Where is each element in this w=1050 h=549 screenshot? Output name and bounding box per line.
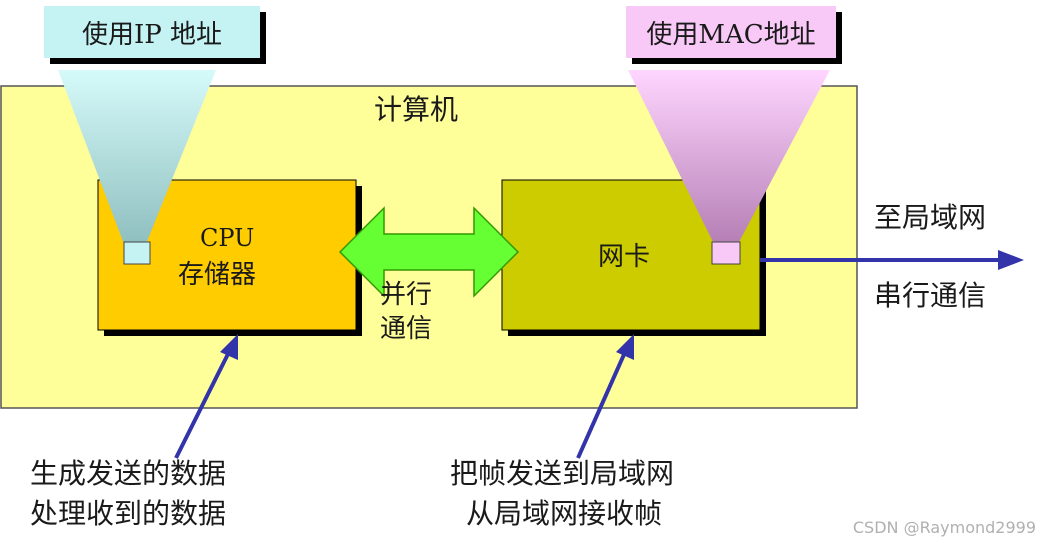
watermark: CSDN @Raymond2999 — [852, 518, 1036, 537]
ip-cone — [58, 70, 216, 244]
nic-label: 网卡 — [598, 242, 651, 272]
parallel-arrow — [338, 206, 520, 298]
ip-address-label: 使用IP 地址 — [44, 6, 260, 58]
parallel-label-1: 并行 — [380, 280, 433, 310]
to-lan-label: 至局域网 — [874, 201, 987, 234]
cpu-pointer-head — [220, 334, 238, 360]
mac-address-label: 使用MAC地址 — [626, 6, 836, 58]
lan-arrowhead — [998, 250, 1024, 270]
cpu-label: CPU — [200, 224, 255, 252]
nic-note-2: 从局域网接收帧 — [466, 497, 663, 530]
cpu-note-1: 生成发送的数据 — [30, 457, 227, 490]
parallel-label-2: 通信 — [380, 314, 433, 344]
nic-note-1: 把帧发送到局域网 — [450, 457, 675, 490]
computer-title: 计算机 — [374, 93, 459, 126]
memory-label: 存储器 — [178, 260, 257, 290]
serial-label: 串行通信 — [874, 279, 987, 312]
nic-pointer-head — [616, 334, 634, 360]
mac-cone — [628, 70, 830, 244]
mac-marker — [711, 241, 741, 265]
ip-marker — [123, 241, 151, 265]
cpu-pointer-line — [174, 349, 232, 459]
nic-pointer-line — [576, 349, 628, 459]
cpu-note-2: 处理收到的数据 — [30, 497, 227, 530]
